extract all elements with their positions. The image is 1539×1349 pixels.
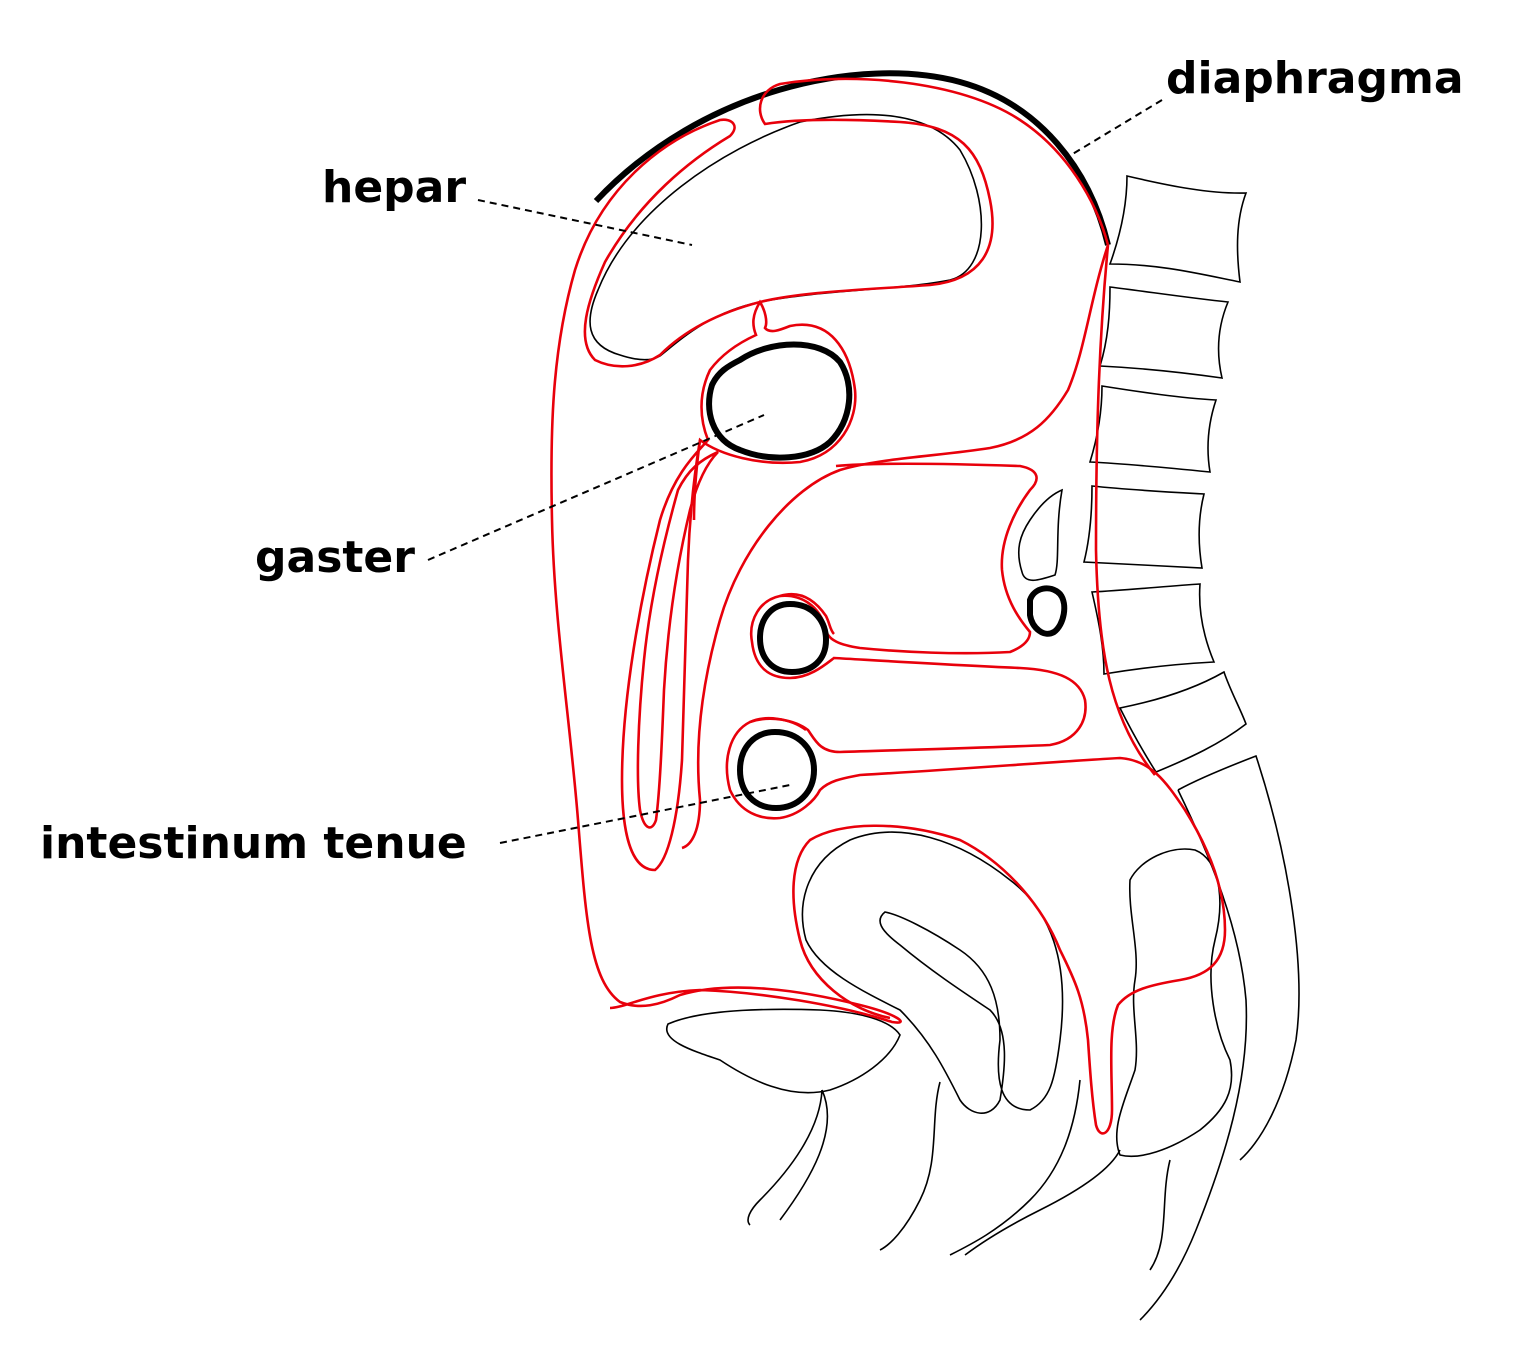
peritoneum-outer <box>550 77 1110 1024</box>
small-intestine-section-1 <box>756 600 830 676</box>
small-intestine-section-2 <box>736 728 818 812</box>
sacrum-inner <box>1139 789 1248 1321</box>
peritoneum-loop-1 <box>779 593 835 635</box>
symphysis-outline <box>665 1008 901 1094</box>
rectum-outline <box>1115 848 1233 1158</box>
peritoneum-lines <box>550 77 1227 1135</box>
peritoneum-omentum-inner <box>636 450 719 829</box>
peritoneum-mesentery-root <box>1094 244 1157 776</box>
vertebra <box>1118 670 1247 773</box>
leader-line-gaster <box>427 414 765 561</box>
urethra-line-1 <box>879 1081 941 1251</box>
stomach-section <box>706 341 853 461</box>
perineum-line-2 <box>779 1089 829 1221</box>
leader-lines <box>427 99 1163 844</box>
diaphragm-arc <box>593 70 1111 246</box>
vertebra <box>1082 485 1206 569</box>
sacrum-outer <box>1177 754 1300 1161</box>
peritoneum-loop-2 <box>749 716 807 732</box>
duodenum-section <box>1027 585 1068 637</box>
label-hepar: hepar <box>322 162 467 213</box>
peritoneum-stomach-wrap <box>692 439 702 521</box>
label-intestinum-tenue: intestinum tenue <box>40 818 467 869</box>
label-gaster: gaster <box>255 532 415 583</box>
anal-line-2 <box>1149 1159 1171 1271</box>
anal-line-1 <box>964 1149 1121 1256</box>
peritoneum-mesentery-upper <box>725 462 1227 1135</box>
vertebra <box>1091 583 1216 675</box>
peritoneum-lesser-sac <box>620 299 857 872</box>
pancreas-outline <box>1018 488 1064 582</box>
vertebra <box>1098 286 1230 379</box>
peritoneum-posterior <box>681 244 1110 850</box>
vertebral-column <box>1082 174 1300 1321</box>
vertebra <box>1088 385 1218 473</box>
bowel-sections <box>706 341 1068 812</box>
bladder-outline <box>801 831 1064 1114</box>
perineum-line-1 <box>747 1089 823 1226</box>
leader-line-intestinum-tenue <box>499 784 791 844</box>
label-diaphragma: diaphragma <box>1166 53 1464 104</box>
leader-line-diaphragma <box>1065 99 1163 159</box>
urethra-line-2 <box>949 1079 1081 1256</box>
leader-line-hepar <box>477 199 693 246</box>
organ-outlines <box>589 113 1233 1271</box>
vertebra <box>1108 174 1248 284</box>
